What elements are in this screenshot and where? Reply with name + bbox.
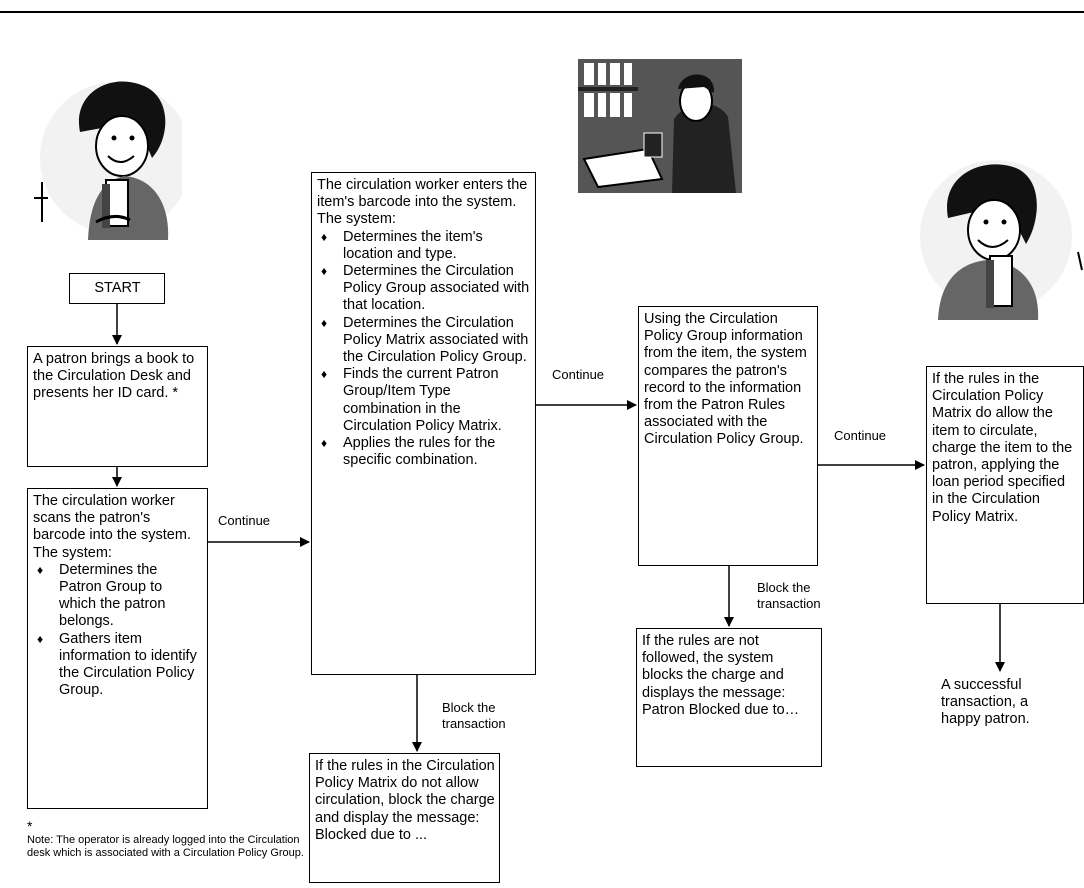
top-rule [0, 11, 1084, 13]
scan-item-intro: The circulation worker enters the item's… [317, 177, 528, 211]
scan-item-step: Determines the Circulation Policy Group … [317, 263, 531, 315]
continue-label: Continue [552, 367, 605, 382]
patron-arrives-text: A patron brings a book to the Circulatio… [33, 351, 195, 402]
success-text: A successful transaction, a happy patron… [941, 677, 1030, 728]
scan-patron-steps: Determines the Patron Group to which the… [33, 562, 203, 700]
scan-item-system-label: The system: [317, 211, 396, 228]
start-label: START [94, 280, 141, 296]
continue-label: Continue [834, 428, 887, 443]
patron-rules-text: Using the Circulation Policy Group infor… [644, 311, 807, 448]
scan-patron-system-label: The system: [33, 544, 112, 561]
scan-patron-step: Gathers item information to identify the… [33, 631, 203, 700]
scan-patron-step: Determines the Patron Group to which the… [33, 562, 203, 631]
patron-illustration [34, 81, 182, 240]
scan-item-box: The circulation worker enters the item's… [311, 172, 536, 675]
matrix-block-box: If the rules in the Circulation Policy M… [309, 753, 500, 883]
start-box: START [69, 273, 165, 304]
scan-item-step: Determines the Circulation Policy Matrix… [317, 315, 531, 367]
patron-block-box: If the rules are not followed, the syste… [636, 628, 822, 767]
scan-item-steps: Determines the item's location and type.… [317, 229, 531, 470]
continue-label: Continue [218, 513, 271, 528]
scan-item-step: Determines the item's location and type. [317, 229, 531, 263]
patron-rules-box: Using the Circulation Policy Group infor… [638, 306, 818, 566]
charge-item-box: If the rules in the Circulation Policy M… [926, 366, 1084, 604]
happy-patron-illustration [920, 160, 1083, 320]
charge-item-text: If the rules in the Circulation Policy M… [932, 371, 1073, 525]
librarian-illustration [578, 59, 742, 193]
matrix-block-text: If the rules in the Circulation Policy M… [315, 758, 495, 843]
scan-item-step: Finds the current Patron Group/Item Type… [317, 366, 531, 435]
block-transaction-label: Block the transaction [757, 580, 821, 611]
patron-arrives-box: A patron brings a book to the Circulatio… [27, 346, 208, 467]
patron-block-text: If the rules are not followed, the syste… [642, 633, 800, 718]
scan-patron-box: The circulation worker scans the patron'… [27, 488, 208, 809]
footnote-star: * [27, 818, 33, 834]
footnote-text: Note: The operator is already logged int… [27, 834, 304, 859]
scan-item-step: Applies the rules for the specific combi… [317, 435, 531, 469]
scan-patron-intro: The circulation worker scans the patron'… [33, 493, 191, 544]
block-transaction-label: Block the transaction [442, 700, 506, 731]
